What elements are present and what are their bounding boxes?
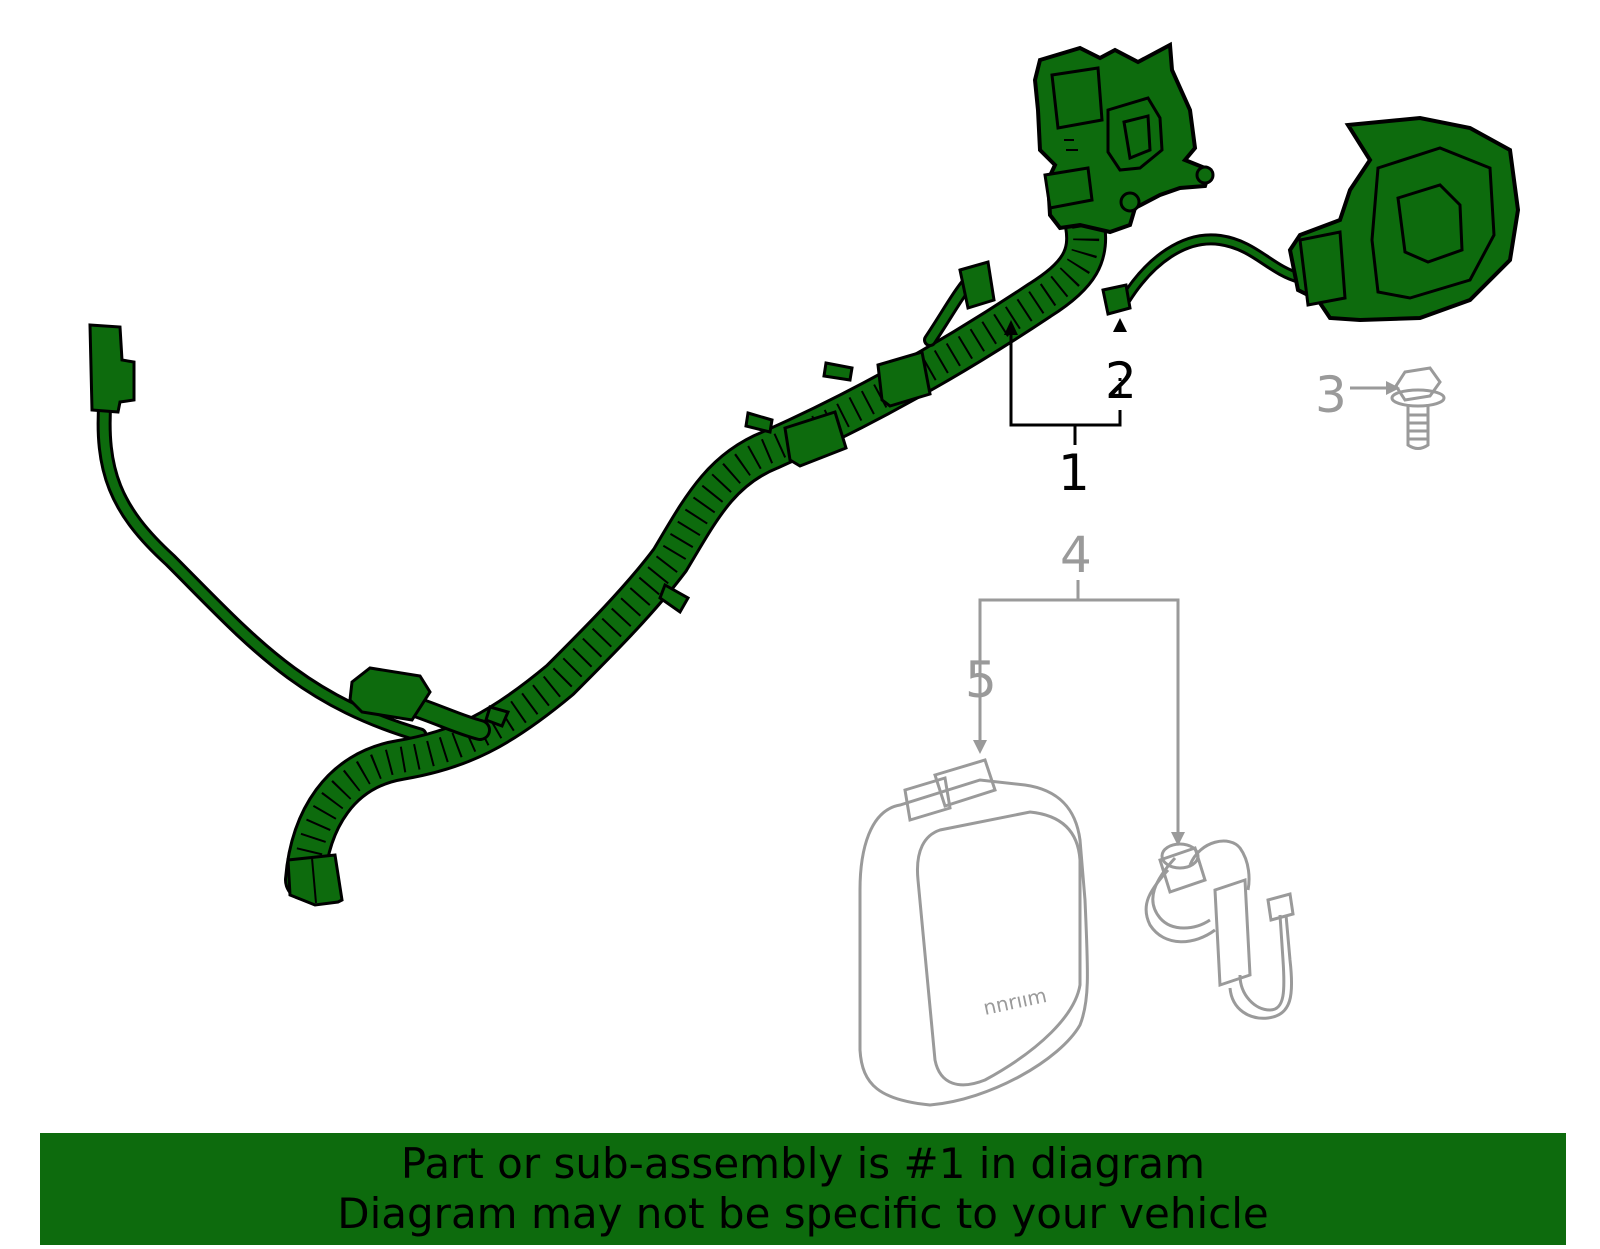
callout-4: 4 (1060, 526, 1092, 584)
branch-connector (348, 666, 432, 722)
callout-3: 3 (1315, 366, 1347, 424)
left-end-connector (88, 323, 136, 414)
arrow-head (1386, 381, 1400, 395)
callout-2: 2 (1105, 352, 1137, 410)
callout-5: 5 (965, 651, 997, 709)
inline-connector (876, 350, 932, 408)
small-plug-connector (1101, 283, 1132, 316)
bolt[interactable] (1390, 366, 1446, 450)
inline-connector (783, 410, 848, 468)
notice-line-2: Diagram may not be specific to your vehi… (337, 1189, 1269, 1238)
arrow-head (1113, 318, 1127, 332)
notice-banner: Part or sub-assembly is #1 in diagram Di… (40, 1133, 1566, 1245)
main-wiring-harness[interactable] (88, 41, 1215, 907)
arrow-head (973, 740, 987, 754)
notice-line-1: Part or sub-assembly is #1 in diagram (400, 1139, 1206, 1188)
inline-connector (958, 260, 996, 310)
callout-1: 1 (1058, 444, 1090, 502)
callout-leaders-gray (978, 386, 1388, 832)
arrow-head (1171, 832, 1185, 846)
module-label: nnrıım (981, 983, 1049, 1020)
control-module[interactable]: nnrıım (858, 758, 1089, 1107)
callout-leaders-dark (1009, 330, 1122, 445)
arrow-head (1004, 320, 1018, 335)
charge-port-cable[interactable] (1101, 115, 1521, 323)
trunk-end-connector (286, 853, 344, 907)
sensor-harness[interactable] (1144, 839, 1295, 1020)
port-bracket (1032, 41, 1215, 235)
